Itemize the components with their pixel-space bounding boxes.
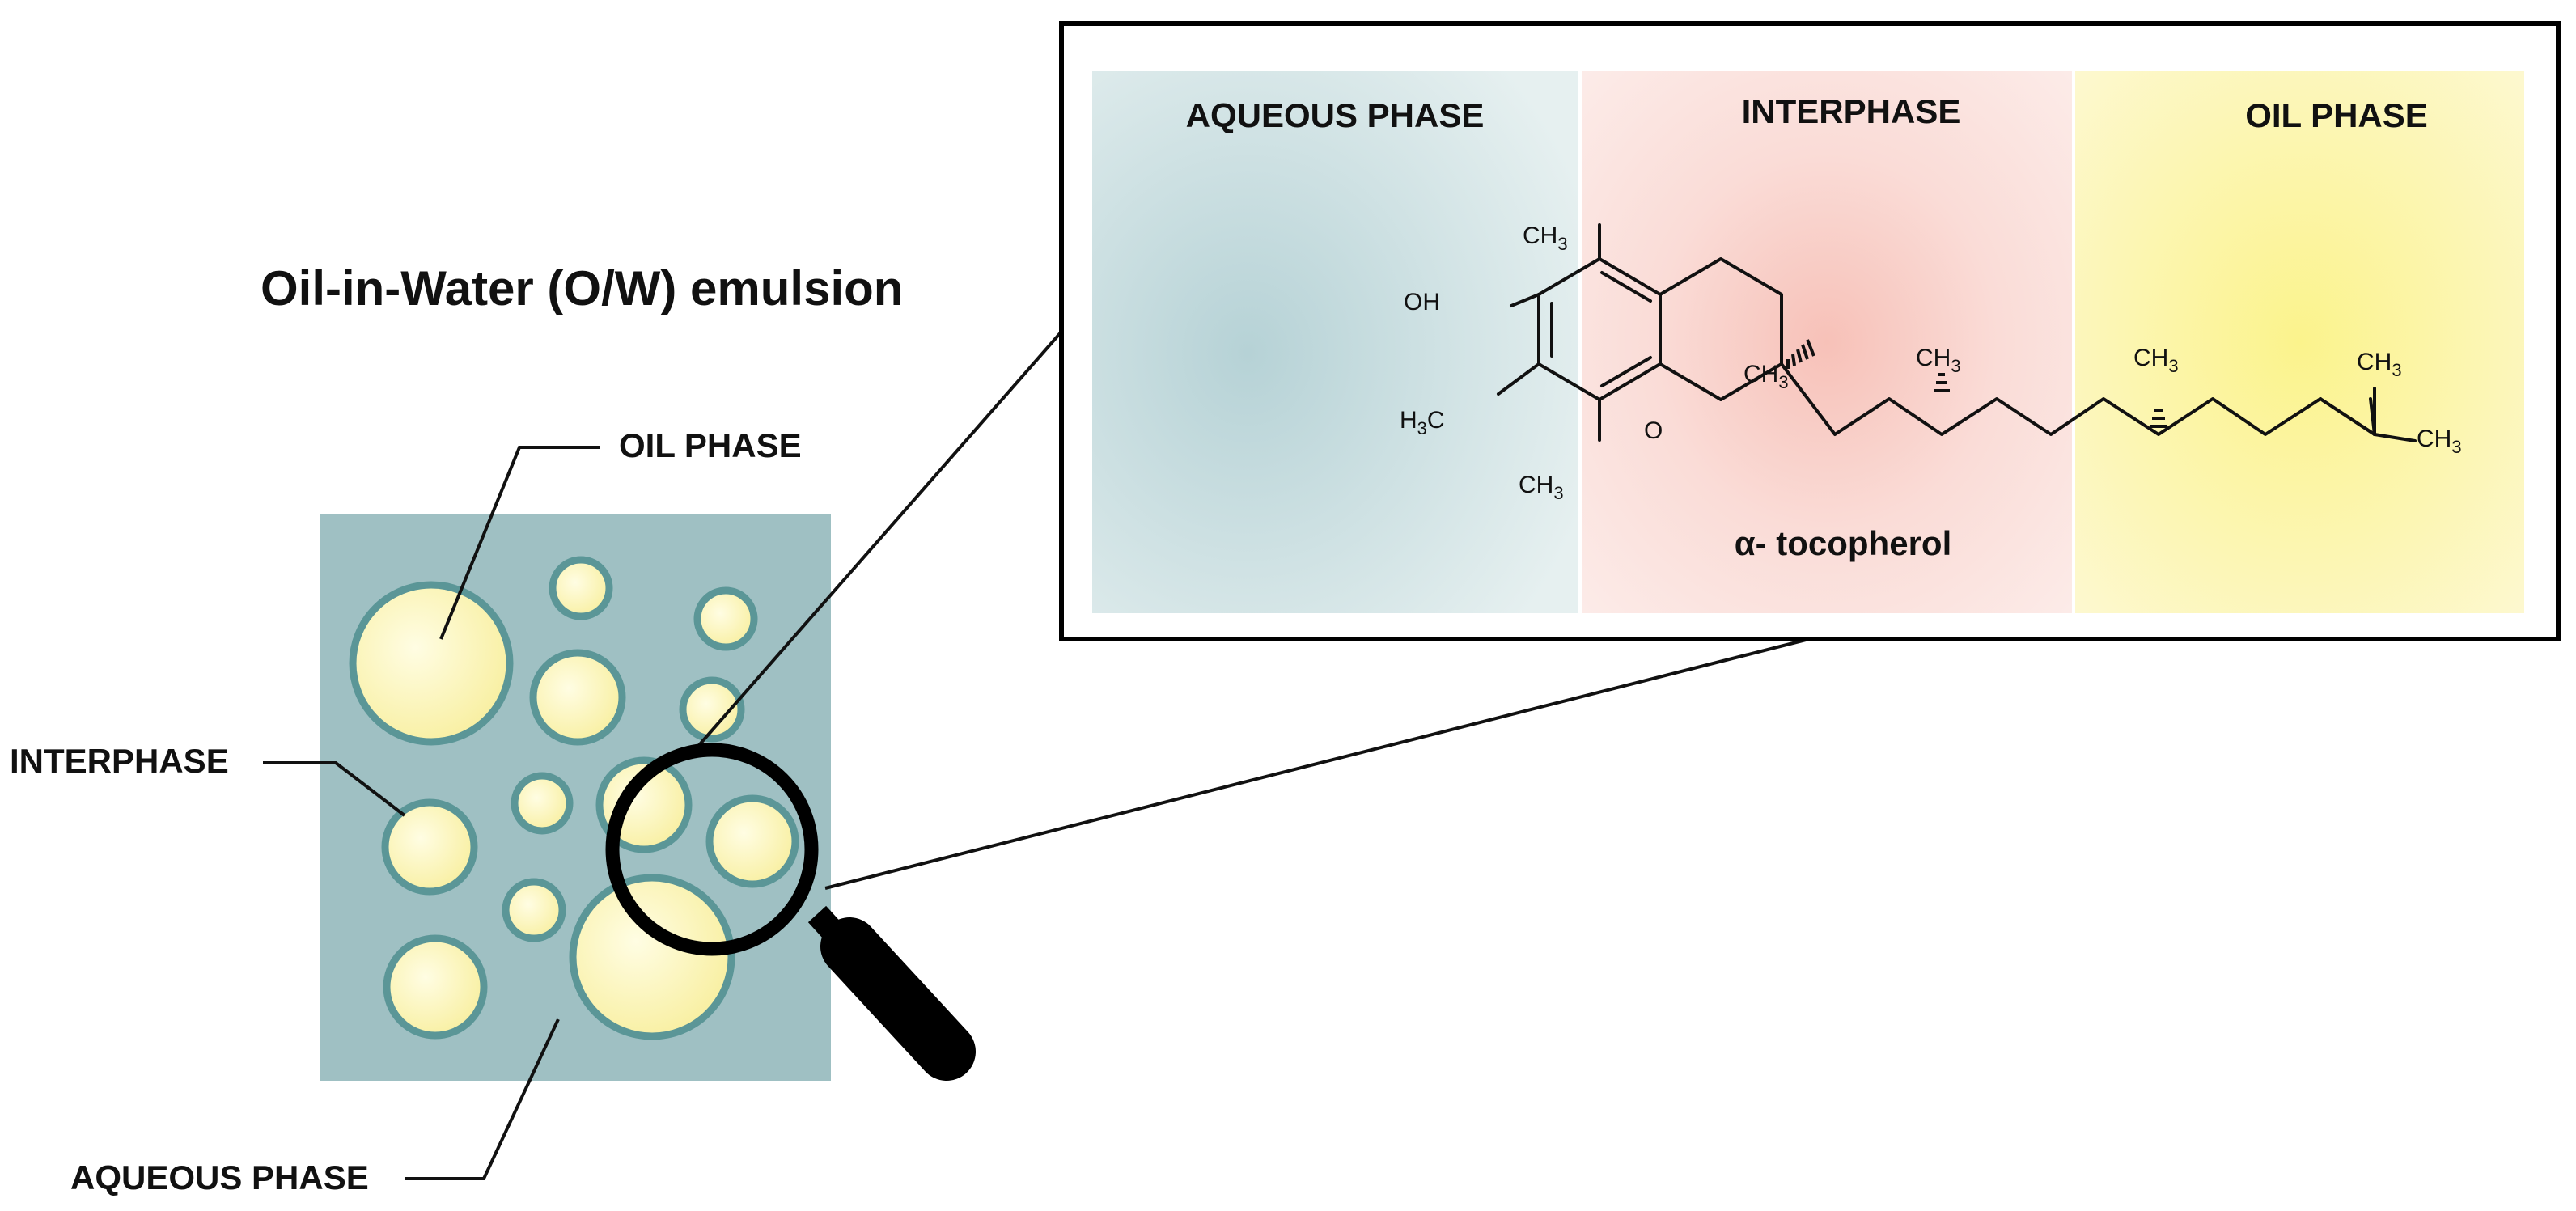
diagram-title: Oil-in-Water (O/W) emulsion	[261, 261, 903, 315]
atom-methyl-c2: CH3	[1743, 361, 1789, 392]
molecule-name: α- tocopherol	[1735, 524, 1951, 562]
atom-methyl-c8: CH3	[2133, 345, 2179, 376]
oil-droplet	[569, 874, 735, 1040]
panel-interphase-region	[1582, 71, 2072, 613]
atom-methyl-end-bottom: CH3	[2417, 426, 2462, 457]
leader-oil-phase	[439, 446, 600, 640]
tail-terminal-methyl	[2373, 433, 2417, 442]
oil-droplet	[511, 772, 574, 835]
oil-droplet	[502, 878, 566, 942]
oil-droplet	[383, 934, 488, 1040]
zoom-line-bottom	[824, 637, 1810, 890]
panel-oil-region	[2075, 71, 2524, 613]
label-interphase: INTERPHASE	[10, 742, 229, 780]
panel-label-aqueous-phase: AQUEOUS PHASE	[1186, 96, 1485, 134]
atom-oh: OH	[1404, 289, 1440, 315]
label-oil-phase: OIL PHASE	[619, 426, 802, 464]
oil-droplet	[693, 586, 758, 651]
atom-ring-oxygen: O	[1644, 417, 1663, 444]
oil-droplet	[679, 676, 745, 743]
panel-label-interphase: INTERPHASE	[1742, 92, 1961, 130]
leader-aqueous-phase	[405, 1018, 560, 1180]
oil-droplet	[381, 798, 478, 896]
atom-methyl-c4: CH3	[1916, 345, 1961, 376]
panel-label-oil-phase: OIL PHASE	[2245, 96, 2428, 134]
zoom-line-top	[693, 330, 1063, 752]
atom-methyl-bottom: CH3	[1519, 472, 1564, 503]
oil-droplet	[705, 794, 799, 888]
oil-droplet	[529, 649, 626, 746]
atom-methyl-top: CH3	[1523, 222, 1568, 254]
label-aqueous-phase: AQUEOUS PHASE	[70, 1158, 369, 1196]
oil-droplets	[349, 556, 799, 1040]
atom-methyl-left: H3C	[1400, 407, 1445, 438]
magnifier-icon	[605, 743, 976, 1081]
oil-droplet	[349, 581, 514, 746]
panel-aqueous-region	[1092, 71, 1578, 613]
leader-interphase	[263, 761, 406, 817]
atom-methyl-end-top: CH3	[2357, 349, 2402, 380]
oil-droplet	[549, 556, 613, 620]
